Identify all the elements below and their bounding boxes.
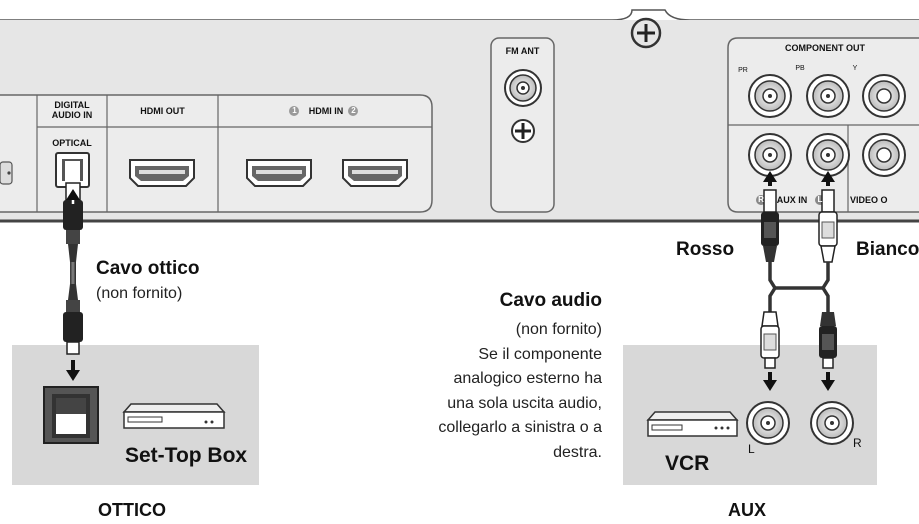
audio-cable-red xyxy=(761,171,779,289)
vcr-label: VCR xyxy=(665,452,710,475)
aux-in-jacks[interactable] xyxy=(748,133,850,177)
fm-ant-jack[interactable] xyxy=(504,69,542,107)
audio-cable-desc-line-4: collegarlo a sinistra o a xyxy=(438,419,602,436)
jack-l-label: L xyxy=(748,442,755,456)
vcr-icon xyxy=(646,411,739,437)
video-out-jack[interactable] xyxy=(862,133,906,177)
optical-cable-title: Cavo ottico xyxy=(96,258,200,279)
vcr-audio-out-r-jack xyxy=(810,401,854,445)
hdmi-out-port[interactable] xyxy=(129,159,195,187)
aux-in-label: AUX IN xyxy=(776,195,808,205)
y-label: Y xyxy=(852,65,858,72)
hdmi-in-1-badge: 1 xyxy=(292,106,297,115)
audio-cable-desc-line-1: Se il componente xyxy=(478,345,602,363)
video-out-label: VIDEO O xyxy=(850,195,888,205)
audio-cable-desc-line-2: analogico esterno ha xyxy=(453,370,602,387)
component-jacks[interactable] xyxy=(748,74,906,118)
hdmi-in-label: HDMI IN xyxy=(308,106,344,116)
optical-cable xyxy=(63,182,83,381)
optical-port[interactable] xyxy=(55,152,90,188)
audio-cable-white xyxy=(818,171,838,289)
pb-label: PB xyxy=(795,65,805,72)
audio-cable-description: (non fornito) Se il componente analogico… xyxy=(380,318,602,465)
audio-cable-note: (non fornito) xyxy=(515,321,602,338)
audio-cable-desc-line-5: destra. xyxy=(553,443,602,461)
audio-cable-split xyxy=(760,286,837,391)
ground-screw-icon xyxy=(511,119,535,143)
jack-r-label: R xyxy=(853,436,862,450)
hdmi-in-2-port[interactable] xyxy=(342,159,408,187)
digital-audio-in-label: DIGITAL AUDIO IN xyxy=(51,100,93,120)
settop-optical-out-icon xyxy=(43,386,99,444)
settop-box-icon xyxy=(122,403,226,429)
settop-label: Set-Top Box xyxy=(125,444,248,467)
fm-ant-label: FM ANT xyxy=(505,46,540,56)
vcr-audio-out-l-jack xyxy=(746,401,790,445)
optical-cable-note: (non fornito) xyxy=(96,285,183,302)
red-plug-label: Rosso xyxy=(676,239,735,260)
aux-l-badge: L xyxy=(817,195,823,204)
audio-cable-desc-line-3: una sola uscita audio, xyxy=(447,394,602,412)
optical-label: OPTICAL xyxy=(52,138,92,148)
white-plug-label: Bianco xyxy=(856,239,919,260)
optical-caption: OTTICO xyxy=(98,500,166,520)
hdmi-in-2-badge: 2 xyxy=(351,106,356,115)
component-out-label: COMPONENT OUT xyxy=(785,43,865,53)
hdmi-in-1-port[interactable] xyxy=(246,159,312,187)
hdmi-out-label: HDMI OUT xyxy=(140,106,185,116)
aux-caption: AUX xyxy=(728,500,767,520)
audio-cable-title: Cavo audio xyxy=(499,290,602,311)
pr-label: PR xyxy=(738,67,748,74)
aux-r-badge: R xyxy=(758,195,764,204)
